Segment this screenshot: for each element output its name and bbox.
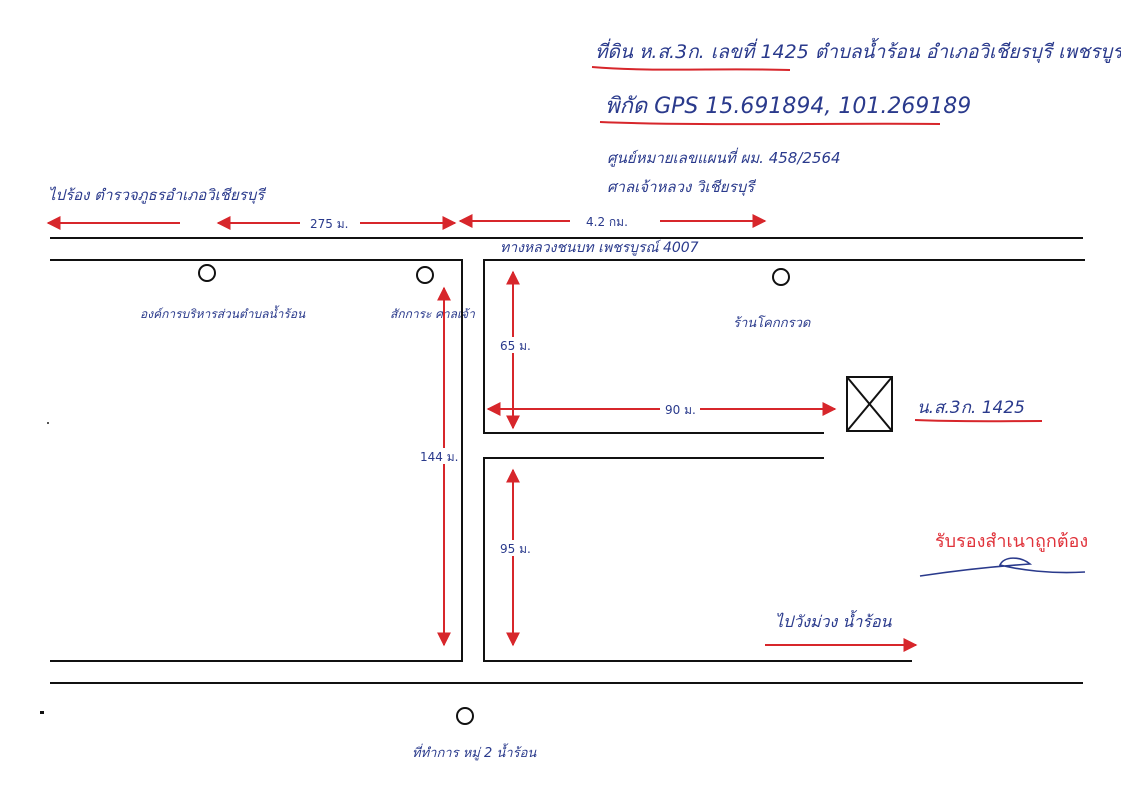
road-name-label: ทางหลวงชนบท เพชรบูรณ์ 4007 — [500, 239, 699, 256]
signature — [919, 557, 1086, 577]
school-label: ที่ทำการ หมู่ 2 น้ำร้อน — [412, 743, 537, 761]
left-block-outline — [50, 259, 463, 662]
dist-65-label: 65 ม. — [500, 339, 531, 353]
dist-42-label: 4.2 กม. — [586, 215, 628, 229]
dist-275-label: 275 ม. — [310, 217, 348, 231]
header-line-3: ศูนย์หมายเลขแผนที่ ผม. 458/2564 — [607, 147, 841, 167]
dist-144-label: 144 ม. — [420, 450, 458, 464]
right-lower-block — [483, 457, 912, 662]
parcel-box — [846, 376, 893, 432]
header-line-4: ศาลเจ้าหลวง วิเชียรบุรี — [607, 178, 756, 196]
scan-speck — [40, 711, 44, 714]
hostel-label: ร้านโคกกรวด — [733, 315, 811, 331]
to-left-label: ไปร้อง ตำรวจภูธรอำเภอวิเชียรบุรี — [48, 186, 266, 204]
hostel-marker — [772, 268, 790, 286]
dist-90-label: 90 ม. — [665, 403, 696, 417]
dist-95-label: 95 ม. — [500, 542, 531, 556]
scan-speck — [47, 422, 49, 424]
certify-stamp: รับรองสำเนาถูกต้อง — [935, 531, 1088, 552]
parcel-underline — [914, 419, 1043, 423]
header-line-1: ที่ดิน ห.ส.3ก. เลขที่ 1425 ตำบลน้ำร้อน อ… — [595, 37, 1121, 63]
to-right-label: ไปวังม่วง น้ำร้อน — [775, 610, 893, 631]
temple-marker — [416, 266, 434, 284]
school-marker — [456, 707, 474, 725]
office-marker — [198, 264, 216, 282]
header-underline-1 — [591, 66, 791, 71]
header-underline-2 — [599, 121, 941, 126]
office-label: องค์การบริหารส่วนตำบลน้ำร้อน — [140, 305, 306, 321]
header-line-2: พิกัด GPS 15.691894, 101.269189 — [605, 94, 971, 119]
right-upper-block — [483, 259, 1085, 434]
parcel-label: น.ส.3ก. 1425 — [917, 398, 1025, 418]
temple-label: สักการะ ศาลเจ้า — [390, 307, 476, 321]
